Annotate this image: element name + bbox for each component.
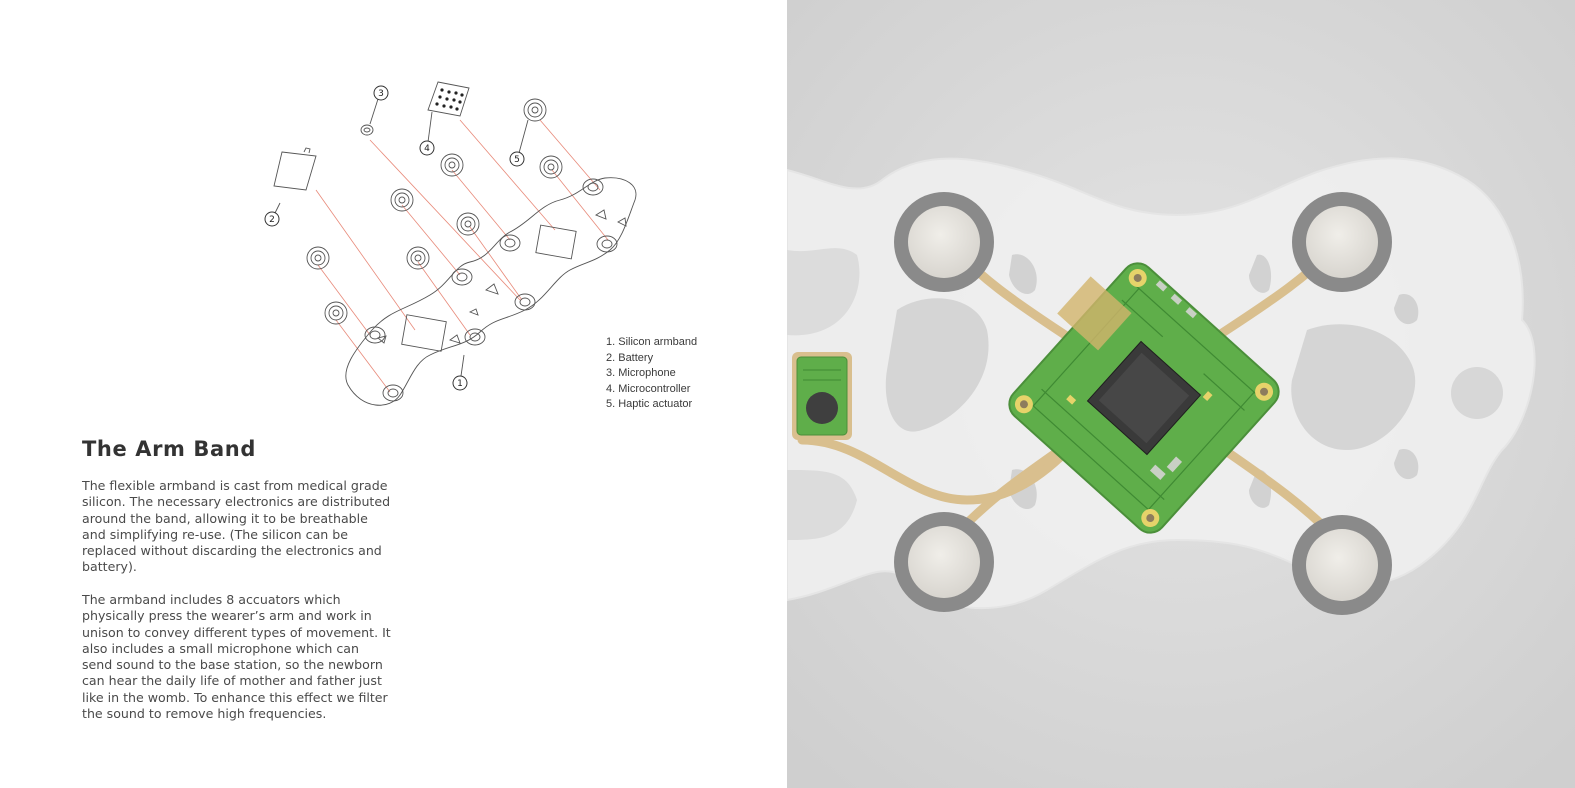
legend-item-silicon-armband: 1. Silicon armband: [606, 336, 698, 348]
body-paragraph-1: The flexible armband is cast from medica…: [82, 478, 391, 575]
svg-text:5: 5: [514, 155, 520, 165]
parts-legend: 1. Silicon armband 2. Battery 3. Microph…: [606, 335, 697, 413]
legend-item-battery: 2. Battery: [606, 351, 654, 364]
microcontroller-part: [427, 81, 470, 117]
legend-item-microcontroller: 4. Microcontroller: [606, 382, 691, 395]
svg-text:1: 1: [457, 379, 463, 389]
svg-text:3: 3: [378, 89, 384, 99]
microphone-part: [360, 124, 374, 136]
callout-badges: 1 2 3 4 5: [264, 85, 525, 391]
legend-item-haptic-actuator: 5. Haptic actuator: [606, 398, 693, 410]
callout-1: 1: [452, 375, 468, 391]
svg-text:2: 2: [269, 215, 275, 225]
callout-3: 3: [373, 85, 389, 101]
body-paragraph-2: The armband includes 8 accuators which p…: [82, 592, 391, 722]
callout-2: 2: [264, 211, 280, 227]
callout-5: 5: [509, 151, 525, 167]
exploded-view-diagram: 1 2 3 4 5: [264, 81, 637, 406]
haptic-actuators: [306, 98, 563, 325]
product-photo-panel: [787, 0, 1575, 788]
left-page: 1 2 3 4 5 1. Silicon armband 2. Battery …: [0, 0, 787, 788]
callout-4: 4: [419, 140, 435, 156]
actuator-discs: [894, 192, 1392, 615]
battery-part: [273, 151, 317, 191]
band-ring-sockets: [364, 178, 618, 402]
section-title: The Arm Band: [82, 437, 256, 461]
leader-lines: [315, 119, 609, 393]
legend-item-microphone: 3. Microphone: [606, 367, 676, 379]
armband-outline: [345, 177, 637, 406]
pcb-microphone: [792, 352, 852, 440]
svg-text:4: 4: [424, 144, 430, 154]
armband-render-photo: [787, 0, 1575, 788]
